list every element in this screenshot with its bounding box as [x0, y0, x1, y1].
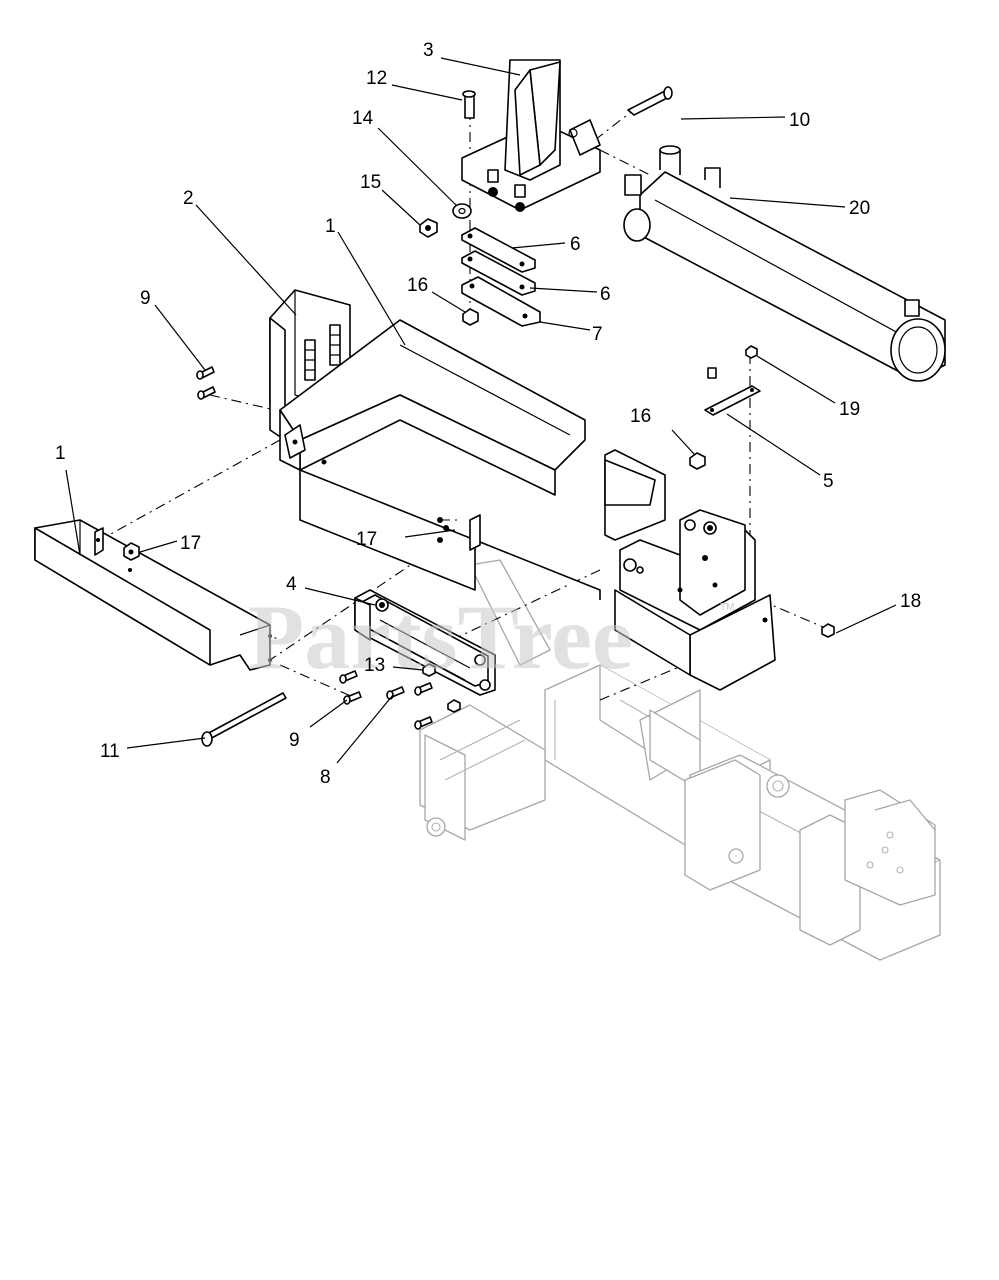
callout-1-lower: 1 [55, 443, 66, 464]
nut-13 [422, 663, 436, 677]
beam-1-upper [279, 319, 601, 600]
bolt-8-b [414, 682, 433, 696]
callout-12: 12 [366, 68, 387, 89]
long-bolt-11 [201, 692, 287, 747]
callout-16-upper: 16 [407, 275, 428, 296]
callout-8: 8 [320, 767, 331, 788]
callout-17-left: 17 [180, 533, 201, 554]
ghost-left-bracket [419, 704, 546, 841]
bolt-12 [462, 90, 476, 119]
nut-19 [745, 345, 758, 359]
callout-19: 19 [839, 399, 860, 420]
callout-13: 13 [364, 655, 385, 676]
callout-20: 20 [849, 198, 870, 219]
bolt-9-upper-b [197, 386, 216, 400]
pin-10 [627, 86, 673, 116]
callout-4: 4 [286, 574, 297, 595]
callout-2: 2 [183, 188, 194, 209]
callout-7: 7 [592, 324, 603, 345]
rear-mount-bracket [604, 449, 776, 691]
beam-1-lower [34, 519, 272, 671]
leader-lines [65, 57, 897, 764]
callout-14: 14 [352, 108, 374, 129]
bolt-9-upper-a [196, 366, 215, 380]
callout-10: 10 [789, 110, 810, 131]
ghost-rear-plates [684, 759, 936, 946]
plate-6-lower [461, 250, 536, 296]
bolt-9-lower-a [339, 670, 358, 684]
watermark-trademark: TM [720, 602, 734, 613]
link-arms-4 [354, 589, 496, 696]
plate-6-upper [461, 227, 536, 273]
ghost-center-column [469, 559, 701, 791]
callout-3: 3 [423, 40, 434, 61]
nut-15 [419, 218, 438, 238]
nut-17-left [123, 542, 140, 561]
callout-16-right: 16 [630, 406, 651, 427]
nut-16-right [689, 452, 706, 470]
hydraulic-cylinder [623, 145, 946, 382]
bolt-8-a [386, 686, 405, 700]
nut-8 [447, 699, 461, 713]
plate-5 [704, 385, 761, 416]
callout-labels: 3 12 14 15 2 1 9 16 6 6 7 10 20 19 5 16 … [55, 40, 921, 788]
bolt-19 [707, 367, 717, 379]
nut-16-upper [462, 308, 479, 326]
callout-9-lower: 9 [289, 730, 300, 751]
callout-11: 11 [100, 741, 120, 762]
nut-18 [821, 623, 835, 638]
callout-15: 15 [360, 172, 381, 193]
bolt-9-lower-b [343, 691, 362, 705]
callout-5: 5 [823, 471, 834, 492]
callout-6-lower: 6 [600, 284, 611, 305]
watermark-text: PartsTree [248, 586, 633, 688]
callout-9-upper: 9 [140, 288, 151, 309]
washer-14 [452, 203, 472, 219]
bolt-8-c [414, 716, 433, 730]
watermark: PartsTree TM [248, 586, 734, 688]
splitting-wedge [461, 59, 601, 212]
callout-17-center: 17 [356, 529, 377, 550]
callout-1-upper: 1 [325, 216, 336, 237]
callout-18: 18 [900, 591, 921, 612]
callout-6-upper: 6 [570, 234, 581, 255]
